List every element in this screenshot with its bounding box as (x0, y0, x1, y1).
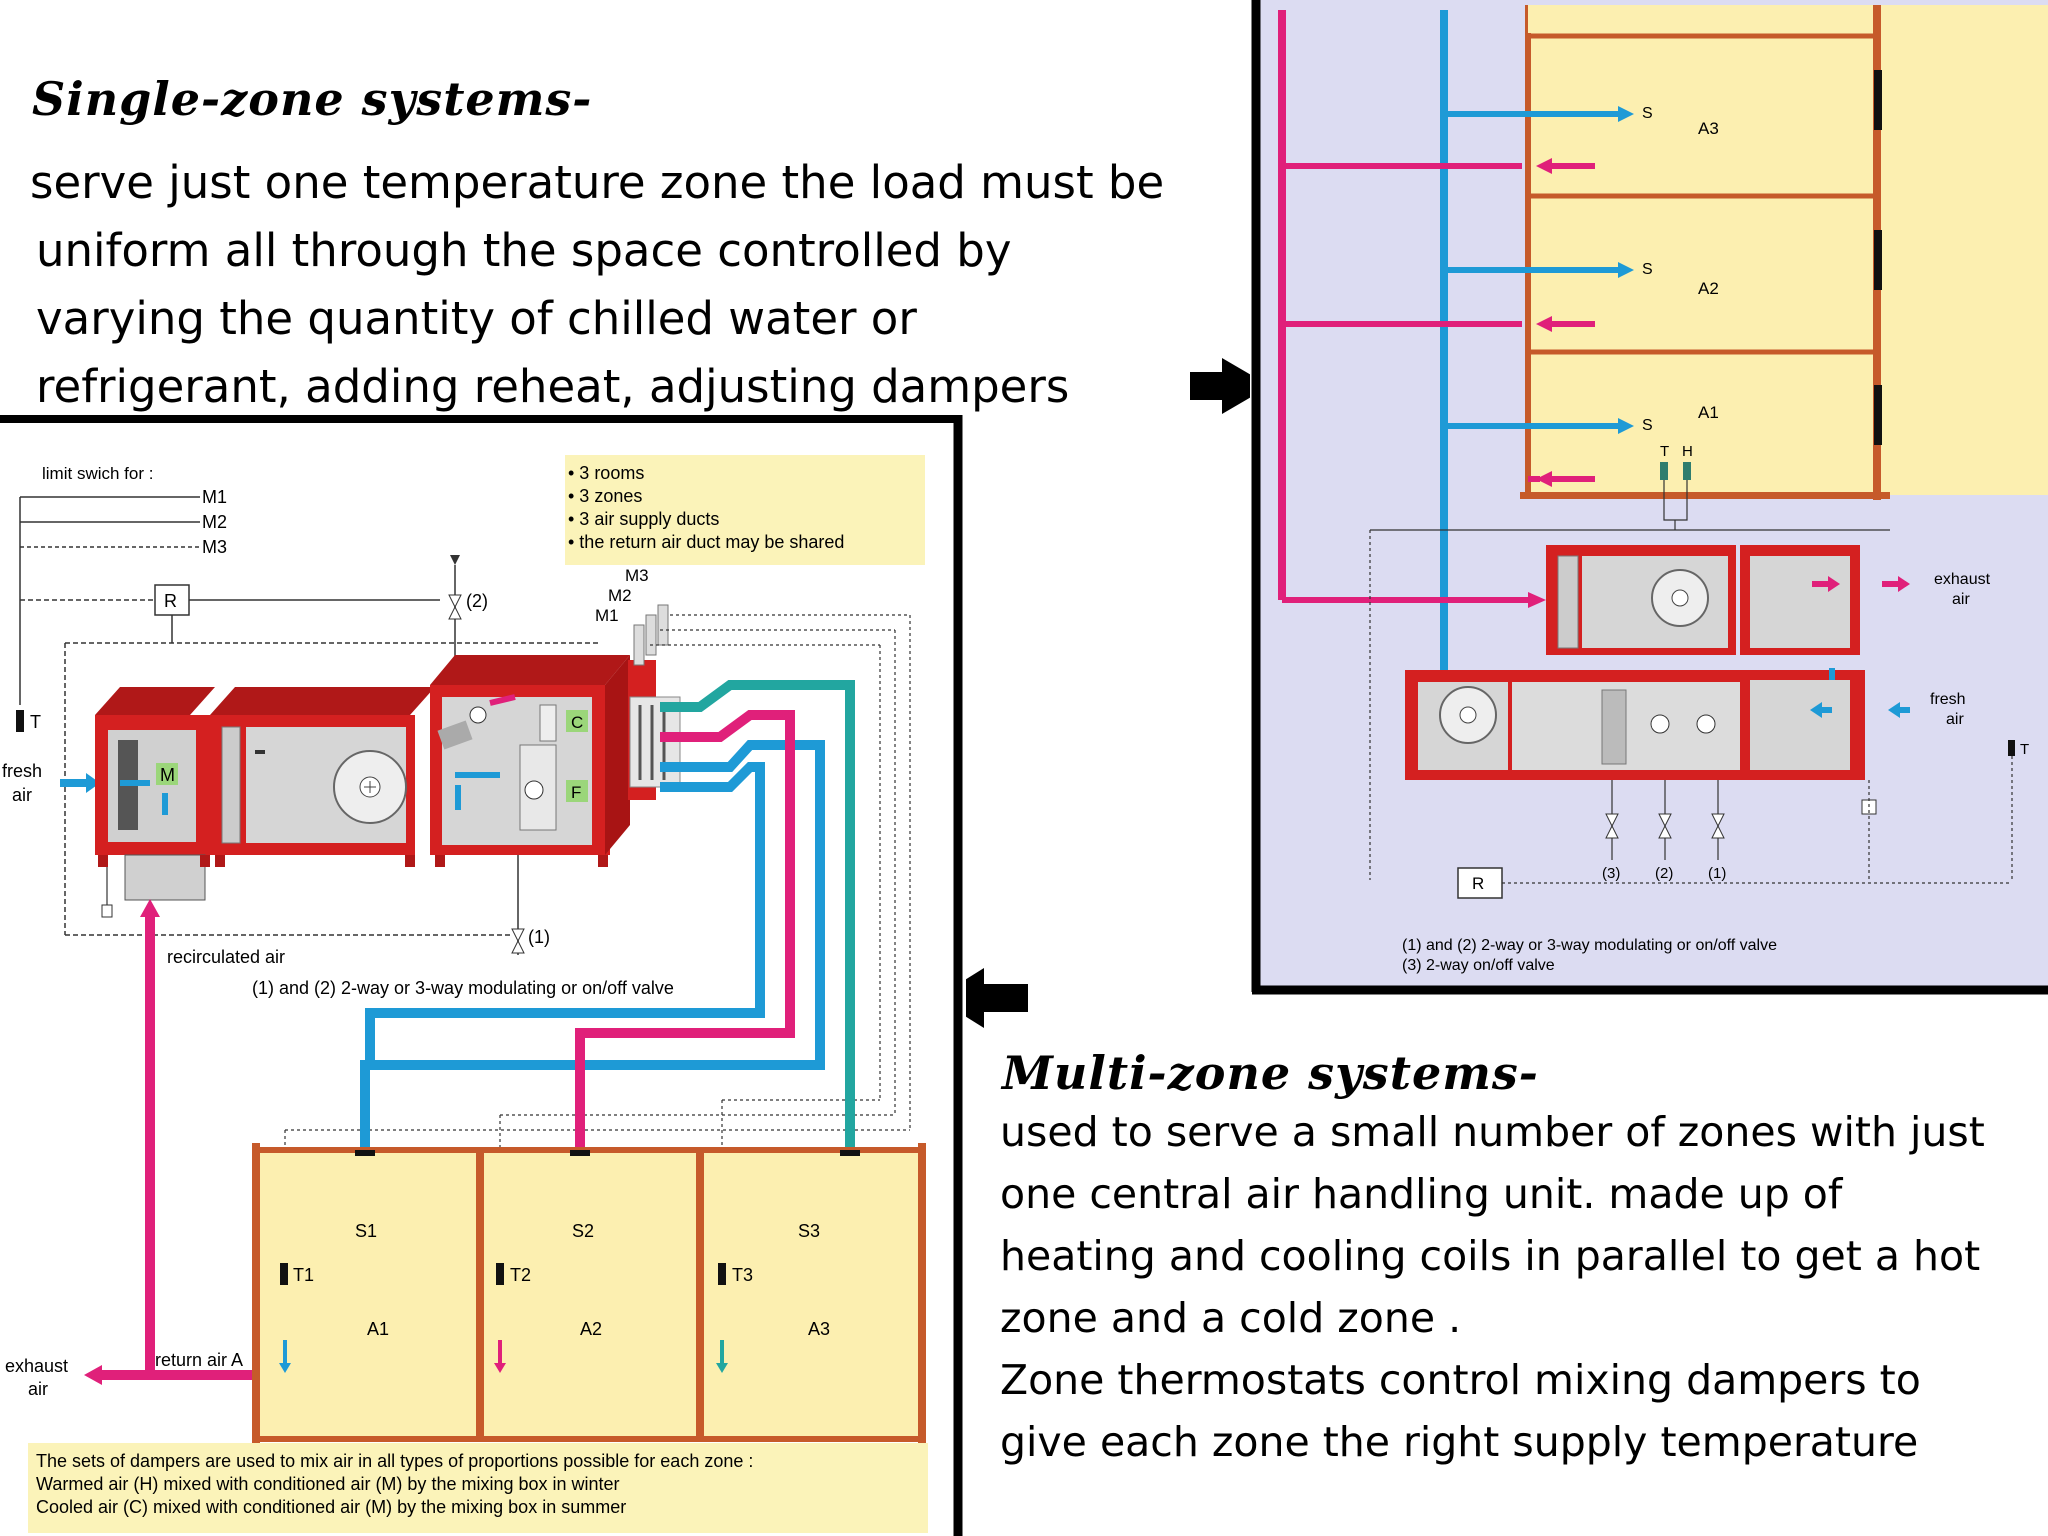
m1-label-unit: M1 (595, 606, 619, 625)
thermostat-t-label: T (30, 712, 41, 732)
multi-zone-line-5: Zone thermostats control mixing dampers … (1000, 1356, 1921, 1404)
single-zone-line-4: refrigerant, adding reheat, adjusting da… (36, 360, 1070, 413)
right-valve-3-label: (3) (1602, 865, 1620, 882)
single-zone-line-2: uniform all through the space controlled… (36, 224, 1012, 277)
right-a1-label: A1 (1698, 403, 1719, 422)
cooling-coil-c: C (571, 713, 583, 732)
right-s-mid: S (1642, 261, 1653, 278)
controller-r-label: R (164, 591, 177, 611)
multi-zone-line-6: give each zone the right supply temperat… (1000, 1418, 1919, 1466)
t2-label: T2 (510, 1265, 531, 1285)
a1-label: A1 (367, 1319, 389, 1339)
m2-label-top: M2 (202, 512, 227, 532)
right-fresh-label-1: fresh (1930, 691, 1966, 708)
note-line-2: Warmed air (H) mixed with conditioned ai… (36, 1474, 620, 1494)
single-zone-line-1: serve just one temperature zone the load… (30, 156, 1165, 209)
s2-label: S2 (572, 1221, 594, 1241)
valve-1-label: (1) (528, 927, 550, 947)
limit-switch-label: limit swich for : (42, 464, 153, 483)
multi-zone-line-2: one central air handling unit. made up o… (1000, 1170, 1843, 1218)
right-s-bottom: S (1642, 417, 1653, 434)
bullet-rooms: • 3 rooms (568, 463, 644, 483)
a3-label: A3 (808, 1319, 830, 1339)
note-line-3: Cooled air (C) mixed with conditioned ai… (36, 1497, 626, 1517)
bullet-ducts: • 3 air supply ducts (568, 509, 719, 529)
right-note-2: (3) 2-way on/off valve (1402, 957, 1555, 974)
multi-zone-line-1: used to serve a small number of zones wi… (1000, 1108, 1985, 1156)
s1-label: S1 (355, 1221, 377, 1241)
multi-zone-line-4: zone and a cold zone . (1000, 1294, 1462, 1342)
right-note-1: (1) and (2) 2-way or 3-way modulating or… (1402, 937, 1777, 954)
multi-zone-heading: Multi-zone systems- (1002, 1046, 1539, 1100)
right-s-top: S (1642, 105, 1653, 122)
t3-label: T3 (732, 1265, 753, 1285)
right-exhaust-label-2: air (1952, 591, 1970, 608)
right-a2-label: A2 (1698, 279, 1719, 298)
bullet-return: • the return air duct may be shared (568, 532, 844, 552)
note-line-1: The sets of dampers are used to mix air … (36, 1451, 753, 1471)
recirculated-air-label: recirculated air (167, 947, 285, 967)
right-controller-r: R (1472, 874, 1484, 893)
exhaust-label-1: exhaust (5, 1356, 68, 1376)
multi-zone-ahu-diagram: S S S A3 A2 A1 T H exhaust air f (1250, 0, 2048, 1000)
right-valve-2-label: (2) (1655, 865, 1673, 882)
multi-zone-line-3: heating and cooling coils in parallel to… (1000, 1232, 1981, 1280)
s3-label: S3 (798, 1221, 820, 1241)
valve-note-left: (1) and (2) 2-way or 3-way modulating or… (252, 978, 674, 998)
return-air-label: return air A (155, 1350, 243, 1370)
bullet-zones: • 3 zones (568, 486, 642, 506)
m3-label-top: M3 (202, 537, 227, 557)
single-zone-heading: Single-zone systems- (32, 72, 593, 126)
exhaust-label-2: air (28, 1379, 48, 1399)
filter-f: F (571, 783, 581, 802)
right-h-sensor: H (1682, 443, 1693, 460)
m2-label-unit: M2 (608, 586, 632, 605)
right-t-outdoor: T (2020, 741, 2029, 758)
fresh-air-label-2: air (12, 785, 32, 805)
right-t-sensor: T (1660, 443, 1669, 460)
multi-room-ahu-diagram: • 3 rooms • 3 zones • 3 air supply ducts… (0, 415, 966, 1536)
right-exhaust-label-1: exhaust (1934, 571, 1991, 588)
m1-label-top: M1 (202, 487, 227, 507)
m3-label-unit: M3 (625, 566, 649, 585)
single-zone-line-3: varying the quantity of chilled water or (36, 292, 917, 345)
t1-label: T1 (293, 1265, 314, 1285)
mixing-box-m: M (160, 765, 175, 785)
valve-2-label: (2) (466, 591, 488, 611)
right-fresh-label-2: air (1946, 711, 1964, 728)
fresh-air-label-1: fresh (2, 761, 42, 781)
a2-label: A2 (580, 1319, 602, 1339)
right-a3-label: A3 (1698, 119, 1719, 138)
right-valve-1-label: (1) (1708, 865, 1726, 882)
